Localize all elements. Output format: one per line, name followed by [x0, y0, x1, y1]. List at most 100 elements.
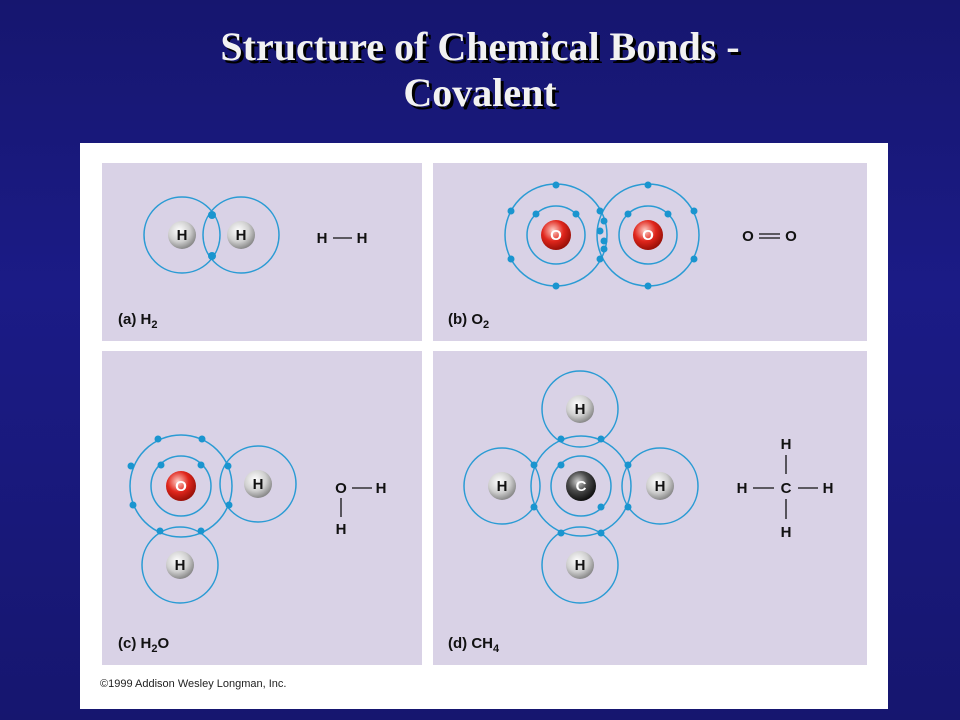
- hydrogen-atom: [227, 221, 255, 249]
- copyright-notice: ©1999 Addison Wesley Longman, Inc.: [100, 678, 287, 690]
- formula-atom: H: [336, 521, 347, 538]
- title-line-2: Covalent: [403, 70, 557, 115]
- atom-symbol: H: [175, 557, 186, 574]
- hydrogen-atom: [566, 551, 594, 579]
- electron: [157, 461, 165, 469]
- formula-atom: C: [781, 480, 792, 497]
- shell: [129, 434, 233, 538]
- shared-electron: [596, 207, 604, 215]
- shared-electron: [557, 435, 565, 443]
- shell: [541, 526, 619, 604]
- h2-structural-formula: H H: [317, 230, 368, 247]
- panel-b: [433, 163, 867, 341]
- formula-atom: O: [785, 228, 797, 245]
- electron: [572, 210, 580, 218]
- electron: [557, 461, 565, 469]
- electron: [532, 210, 540, 218]
- ch4-structural-formula: H H C H H: [737, 436, 834, 541]
- electron: [644, 282, 652, 290]
- hydrogen-atom: [646, 472, 674, 500]
- shared-electron: [600, 245, 608, 253]
- atom-symbol: H: [655, 478, 666, 495]
- slide-title: Structure of Chemical Bonds - Covalent: [0, 24, 960, 116]
- shared-electron: [530, 503, 538, 511]
- formula-atom: O: [742, 228, 754, 245]
- panel-b-label: (b) O2: [448, 311, 489, 331]
- electron: [129, 501, 137, 509]
- formula-atom: O: [335, 480, 347, 497]
- panel-a: [102, 163, 422, 341]
- electron: [507, 207, 515, 215]
- o2-diagram: O O: [504, 181, 700, 290]
- shell: [202, 196, 280, 274]
- electron: [197, 461, 205, 469]
- h2-diagram: H H: [143, 196, 280, 274]
- shared-electron: [225, 501, 233, 509]
- electron: [127, 462, 135, 470]
- electron: [597, 503, 605, 511]
- atom-symbol: H: [575, 401, 586, 418]
- atom-symbol: H: [177, 227, 188, 244]
- electron: [664, 210, 672, 218]
- shared-electron: [597, 435, 605, 443]
- panel-a-label: (a) H2: [118, 311, 157, 331]
- formula-atom: H: [357, 230, 368, 247]
- electron: [154, 435, 162, 443]
- shell: [541, 370, 619, 448]
- panel-c-label: (c) H2O: [118, 635, 169, 655]
- atom-symbol: H: [253, 476, 264, 493]
- electron: [644, 181, 652, 189]
- hydrogen-atom: [488, 472, 516, 500]
- electron: [208, 252, 216, 260]
- panel-d-label: (d) CH4: [448, 635, 500, 655]
- shared-electron: [596, 227, 604, 235]
- hydrogen-atom: [168, 221, 196, 249]
- atom-symbol: H: [575, 557, 586, 574]
- shell: [150, 455, 212, 517]
- atom-symbol: C: [576, 478, 587, 495]
- title-line-1: Structure of Chemical Bonds -: [220, 24, 740, 69]
- panel-c: [102, 351, 422, 665]
- shell: [621, 447, 699, 525]
- electron: [552, 282, 560, 290]
- oxygen-atom: [166, 471, 196, 501]
- o2-structural-formula: O O: [742, 228, 797, 245]
- electron: [690, 255, 698, 263]
- shared-electron: [624, 503, 632, 511]
- shared-electron: [197, 527, 205, 535]
- electron: [507, 255, 515, 263]
- formula-atom: H: [781, 524, 792, 541]
- atom-symbol: H: [497, 478, 508, 495]
- hydrogen-atom: [566, 395, 594, 423]
- electron: [624, 210, 632, 218]
- shared-electron: [224, 462, 232, 470]
- h2o-structural-formula: O H H: [335, 480, 386, 538]
- shell: [463, 447, 541, 525]
- electron: [552, 181, 560, 189]
- electron: [198, 435, 206, 443]
- panel-d: [433, 351, 867, 665]
- shell: [618, 205, 678, 265]
- formula-atom: H: [781, 436, 792, 453]
- formula-atom: H: [317, 230, 328, 247]
- atom-symbol: O: [550, 227, 562, 244]
- shell: [550, 455, 612, 517]
- formula-atom: H: [823, 480, 834, 497]
- shared-electron: [557, 529, 565, 537]
- shell: [530, 435, 632, 537]
- carbon-atom: [566, 471, 596, 501]
- hydrogen-atom: [244, 470, 272, 498]
- atom-symbol: H: [236, 227, 247, 244]
- ch4-diagram: C H H H H: [463, 370, 699, 604]
- oxygen-atom: [541, 220, 571, 250]
- shell: [219, 445, 297, 523]
- atom-symbol: O: [175, 478, 187, 495]
- electron: [690, 207, 698, 215]
- figure-svg: H H H H (a) H2 O: [102, 163, 867, 665]
- shell: [526, 205, 586, 265]
- formula-atom: H: [737, 480, 748, 497]
- shell: [141, 526, 219, 604]
- shell: [143, 196, 221, 274]
- shared-electron: [600, 237, 608, 245]
- oxygen-atom: [633, 220, 663, 250]
